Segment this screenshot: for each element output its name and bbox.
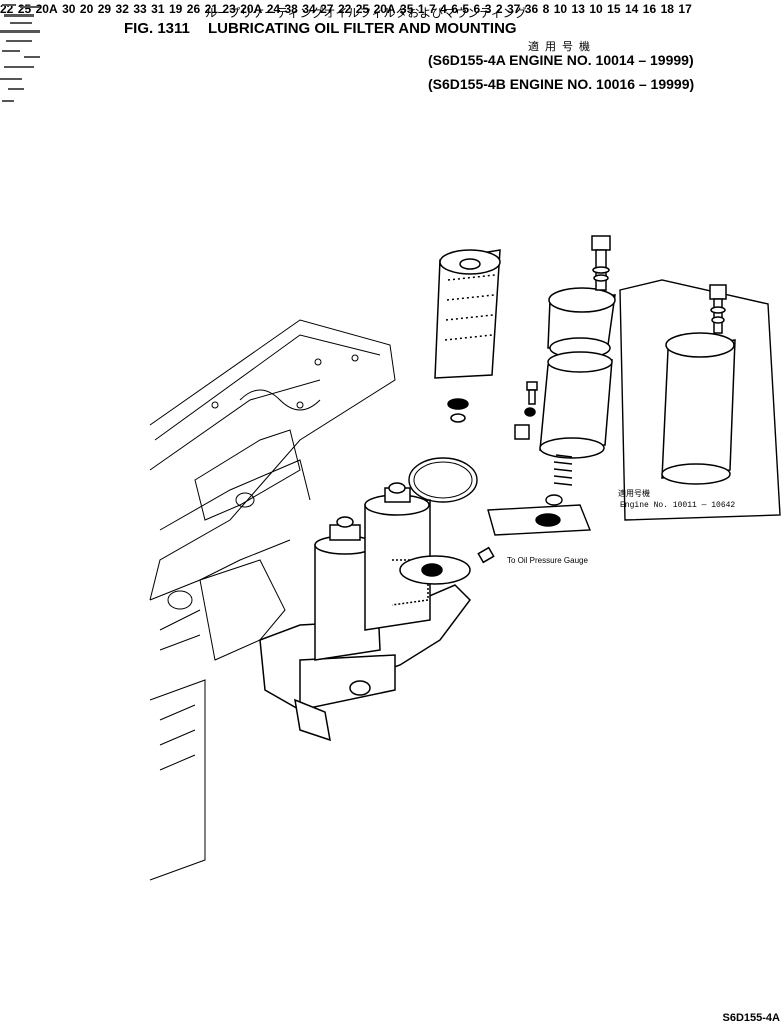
pressure-gauge-label: To Oil Pressure Gauge [507,556,588,565]
callout-38: 38 [284,2,298,16]
callout-32: 32 [115,2,129,16]
callout-26: 26 [186,2,201,16]
connector-34 [477,546,495,564]
callout-19: 19 [168,2,183,16]
bolt-22 [591,235,611,291]
model-applicability-a: (S6D155-4A ENGINE NO. 10014 – 19999) [428,52,694,68]
callout-20a: 20A [35,2,58,16]
inset-applicable-japanese: 適用号機 [618,489,650,498]
plate-24 [487,504,592,536]
callout-4: 4 [440,2,447,16]
callout-14: 14 [624,2,639,16]
callout-3: 3 [484,2,492,16]
callout-10b: 10 [589,2,603,16]
callout-30: 30 [62,2,76,16]
callout-25: 25 [17,2,32,16]
spring-23 [553,454,573,486]
inset-box [619,279,781,521]
callout-17: 17 [678,2,692,16]
inset-engine-range: Engine No. 10011 — 10642 [620,501,736,510]
callout-5: 5 [462,2,470,16]
scan-noise-margin [0,4,40,102]
title-japanese: ループリケーティングオイルフィルタおよびマウンティング [205,6,527,20]
filter-element-19 [434,249,501,379]
callout-7: 7 [428,2,436,16]
callout-6: 6 [451,2,458,16]
footer-model-code: S6D155-4A [722,1012,780,1024]
callout-15: 15 [607,2,621,16]
gasket-21 [408,457,478,503]
callout-35: 35 [400,2,414,16]
seal-20a-lower [545,494,563,506]
callout-25-inset: 25 [355,2,370,16]
callout-1: 1 [417,2,425,16]
small-parts-32-33-31-26 [447,381,538,440]
callout-10: 10 [553,2,568,16]
callout-21: 21 [204,2,218,16]
callout-20: 20 [79,2,94,16]
figure-title: LUBRICATING OIL FILTER AND MOUNTING [208,20,517,37]
callout-27: 27 [320,2,334,16]
callout-6b: 6 [473,2,481,16]
callout-18: 18 [660,2,674,16]
callout-16: 16 [642,2,657,16]
engine-block [149,319,396,881]
callout-2: 2 [495,2,503,16]
callout-31: 31 [151,2,165,16]
callout-34: 34 [302,2,316,16]
callout-20a-lower: 20A [240,2,263,16]
callout-22-inset: 22 [337,2,352,16]
callout-37: 37 [506,2,521,16]
model-applicability-b: (S6D155-4B ENGINE NO. 10016 – 19999) [428,76,695,92]
callout-29: 29 [97,2,112,16]
callout-23: 23 [222,2,236,16]
gasket-21-inner [413,461,473,499]
callout-8: 8 [542,2,550,16]
filter-head-boss-38 [399,555,471,585]
callout-labels: 22 25 20A 30 20 29 32 33 31 19 26 21 23 … [0,0,692,17]
filter-case-30 [539,287,616,459]
callout-20a-inset: 20A [373,2,396,16]
applicable-label-japanese: 適用号機 [528,40,596,53]
callout-36: 36 [524,2,539,16]
figure-number: FIG. 1311 [124,20,190,37]
callout-24: 24 [266,2,281,16]
callout-13: 13 [571,2,585,16]
callout-33: 33 [133,2,147,16]
